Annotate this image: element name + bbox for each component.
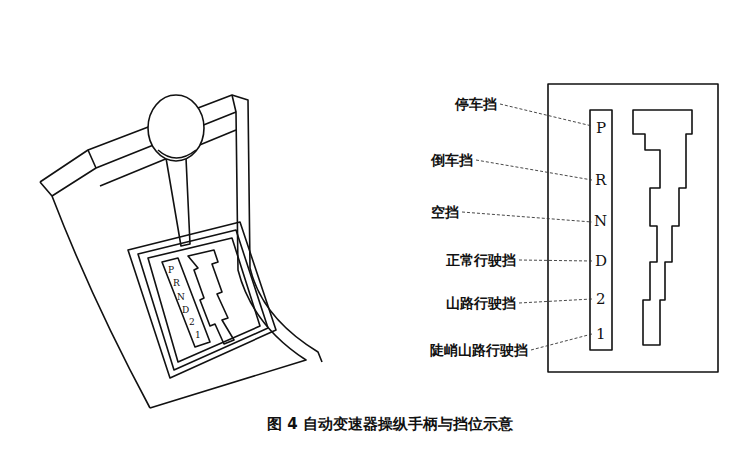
gear-letter: D [595,254,607,269]
gear-letter: 2 [189,318,195,327]
figure-caption: 图 4 自动变速器操纵手柄与挡位示意 [267,417,513,432]
gear-letter: 1 [195,331,201,340]
gear-letter: 1 [596,327,606,342]
gear-label: 倒车挡 [431,153,473,167]
gear-label: 陡峭山路行驶挡 [430,343,528,357]
gate-panel [548,84,718,372]
gear-label: 停车挡 [455,97,497,111]
gear-letter: N [177,293,185,302]
gear-letter: 2 [596,292,606,307]
gear-label: 正常行驶挡 [446,253,516,267]
gear-letter: N [594,214,607,229]
gear-letter: P [596,121,606,136]
gear-letter: R [173,279,180,288]
gate-plate [128,222,276,378]
gear-label: 山路行驶挡 [446,296,516,310]
letter-strip [590,110,612,350]
letter-strip [162,258,210,347]
gate-slot [633,110,692,345]
gear-letter: R [595,173,606,188]
gate-slot [188,250,234,344]
gear-letter: P [168,266,174,275]
console-housing [40,95,322,362]
lever-knob [148,95,204,161]
gear-label: 空挡 [431,205,459,219]
gear-letter: D [182,306,189,315]
shift-lever [166,158,190,246]
leader-lines [462,104,592,350]
